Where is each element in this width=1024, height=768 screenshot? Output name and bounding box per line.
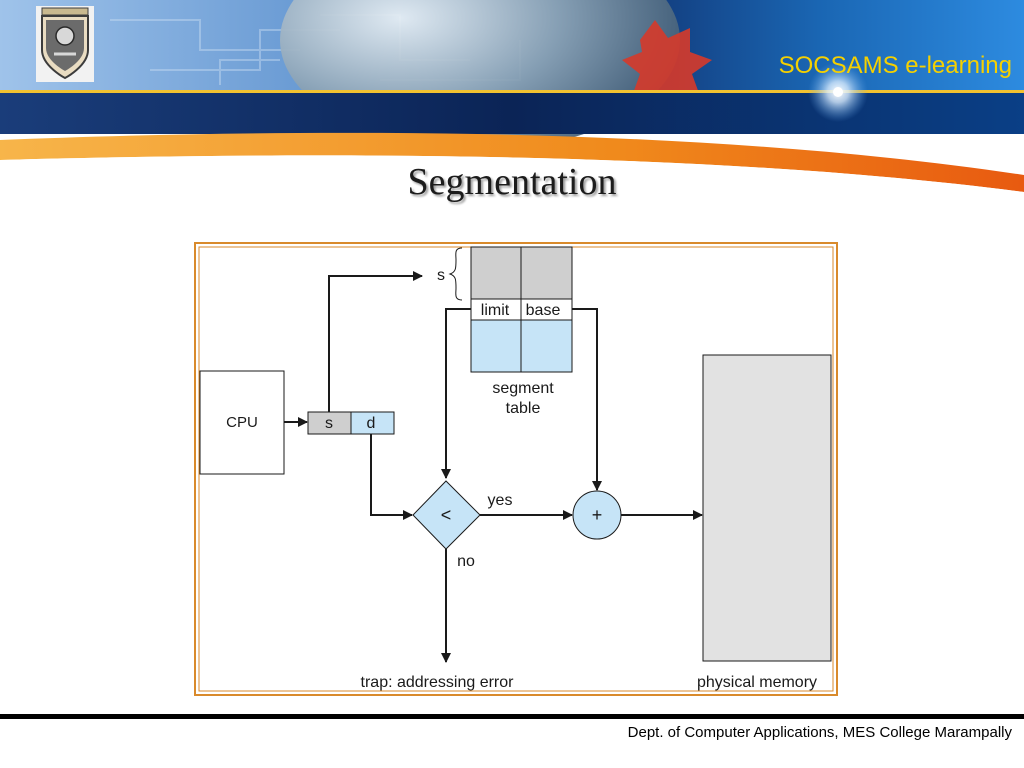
adder-symbol: +	[592, 505, 603, 525]
cpu-label: CPU	[226, 414, 258, 431]
segment-table-caption-line1: segment	[492, 380, 554, 397]
segment-table-upper-right	[521, 247, 572, 299]
footer-text: Dept. of Computer Applications, MES Coll…	[628, 724, 1012, 741]
segmentation-diagram: CPU s d s limit base segment table < yes…	[194, 242, 838, 696]
table-base-label: base	[526, 302, 561, 319]
segment-table-lower-left	[471, 320, 521, 372]
address-d-label: d	[367, 415, 376, 432]
college-crest-icon	[36, 6, 94, 82]
brand-label: SOCSAMS e-learning	[779, 52, 1012, 80]
physical-memory-label: physical memory	[697, 674, 817, 691]
s-brace-label: s	[437, 267, 445, 284]
no-label: no	[457, 553, 475, 570]
physical-memory-box	[703, 355, 831, 661]
address-s-label: s	[325, 415, 333, 432]
yes-label: yes	[488, 492, 513, 509]
segment-table-lower-right	[521, 320, 572, 372]
trap-label: trap: addressing error	[361, 674, 515, 691]
compare-symbol: <	[441, 505, 452, 525]
slide-title: Segmentation	[0, 160, 1024, 204]
segment-table-upper-left	[471, 247, 521, 299]
segment-table-caption-line2: table	[506, 400, 541, 417]
table-limit-label: limit	[481, 302, 510, 319]
footer-divider	[0, 714, 1024, 719]
